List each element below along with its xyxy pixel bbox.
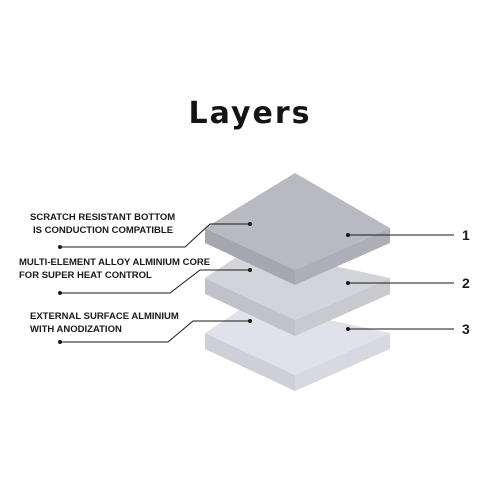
layer-2-left-face — [205, 278, 295, 336]
layer-2-label: MULTI-ELEMENT ALLOY ALMINIUM CORE FOR SU… — [19, 257, 210, 282]
layer-2-right-face — [295, 278, 390, 336]
leader-line-2 — [60, 269, 250, 294]
layer-1-left-face — [205, 228, 295, 285]
layer-1-top-face — [205, 173, 390, 270]
layer-1-right-face — [295, 228, 390, 285]
layer-1-number: 1 — [462, 227, 470, 243]
leader-dot-2-end — [248, 268, 252, 272]
page-title: Layers — [188, 96, 312, 131]
layer-1-label-line-1: SCRATCH RESISTANT BOTTOM — [30, 212, 176, 223]
layer-1-label: SCRATCH RESISTANT BOTTOM IS CONDUCTION C… — [30, 212, 175, 237]
layer-3-label: EXTERNAL SURFACE ALMINIUM WITH ANODIZATI… — [30, 311, 179, 336]
leader-line-3 — [60, 320, 250, 343]
leader-dot-3-end — [248, 319, 252, 323]
pointer-dot-1 — [346, 233, 350, 237]
number-pointers — [346, 233, 454, 331]
leader-dot-1-start — [58, 245, 62, 249]
layer-3-number: 3 — [462, 321, 470, 337]
layer-1-slab — [205, 173, 390, 285]
layer-3-label-line-2: WITH ANODIZATION — [30, 323, 122, 335]
leader-dot-3-start — [58, 340, 62, 344]
leader-dot-2-start — [58, 291, 62, 295]
layer-3-label-line-1: EXTERNAL SURFACE ALMINIUM — [30, 311, 179, 322]
label-leaders — [58, 222, 252, 344]
leader-line-1 — [60, 223, 250, 248]
layer-2-top-face — [205, 248, 390, 320]
layer-2-number: 2 — [462, 275, 470, 291]
layer-1-label-line-2: IS CONDUCTION COMPATIBLE — [33, 224, 174, 236]
leader-dot-1-end — [248, 222, 252, 226]
layer-2-label-line-2: FOR SUPER HEAT CONTROL — [19, 269, 152, 281]
pointer-dot-2 — [346, 281, 350, 285]
pointer-dot-3 — [346, 327, 350, 331]
layer-2-slab — [205, 248, 390, 336]
layer-3-left-face — [205, 333, 295, 391]
layer-3-right-face — [295, 333, 390, 391]
layer-2-label-line-1: MULTI-ELEMENT ALLOY ALMINIUM CORE — [19, 257, 211, 268]
